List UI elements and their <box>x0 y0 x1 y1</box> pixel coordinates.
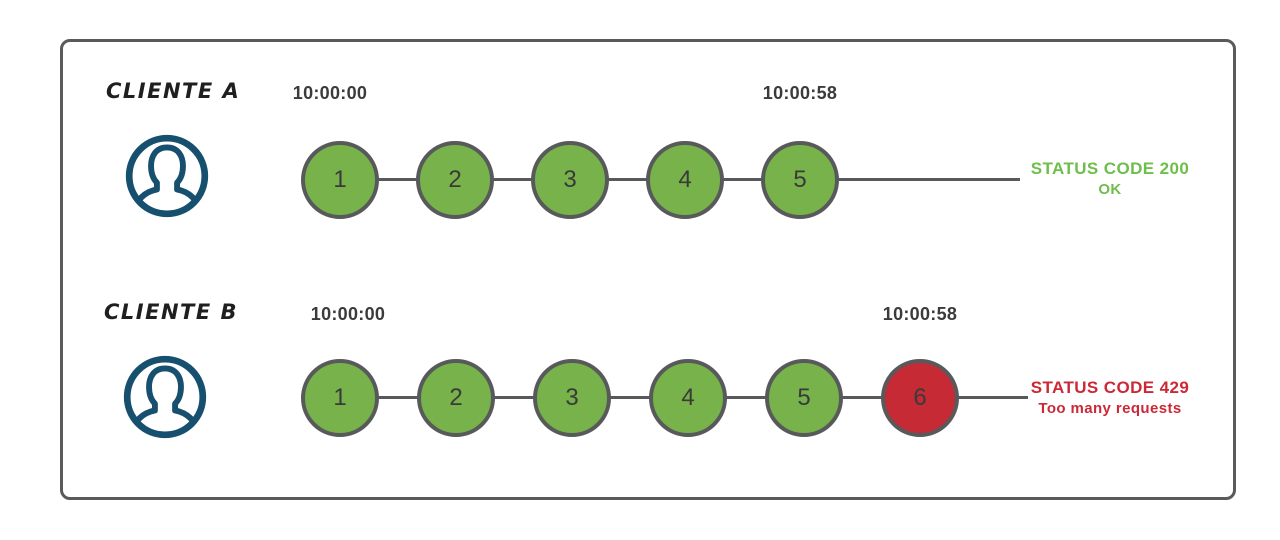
client-a-end-time: 10:00:58 <box>762 83 838 103</box>
client-a-start-time: 10:00:00 <box>292 83 368 103</box>
client-b-start-time: 10:00:00 <box>310 304 386 324</box>
client-a-label: CLIENTE A <box>106 79 241 103</box>
client-b-status-detail: Too many requests <box>1038 400 1182 418</box>
client-b-end-time: 10:00:58 <box>882 304 958 324</box>
request-circle-4: 4 <box>646 141 724 219</box>
outer-frame <box>60 39 1236 500</box>
request-circle-1: 1 <box>301 359 379 437</box>
client-b-status: STATUS CODE 429 Too many requests <box>1020 377 1200 419</box>
user-avatar-icon <box>125 134 209 218</box>
request-circle-5: 5 <box>765 359 843 437</box>
request-circle-1: 1 <box>301 141 379 219</box>
request-circle-2: 2 <box>417 359 495 437</box>
request-circle-4: 4 <box>649 359 727 437</box>
request-circle-2: 2 <box>416 141 494 219</box>
client-a-status-detail: OK <box>1098 181 1122 199</box>
client-a-status-code: STATUS CODE 200 <box>1030 159 1190 178</box>
request-circle-3: 3 <box>531 141 609 219</box>
user-avatar-icon <box>123 355 207 439</box>
request-circle-3: 3 <box>533 359 611 437</box>
request-circle-5: 5 <box>761 141 839 219</box>
client-a-status: STATUS CODE 200 OK <box>1020 158 1200 200</box>
client-b-label: CLIENTE B <box>104 300 239 324</box>
client-b-status-code: STATUS CODE 429 <box>1030 378 1190 397</box>
request-circle-6-blocked: 6 <box>881 359 959 437</box>
